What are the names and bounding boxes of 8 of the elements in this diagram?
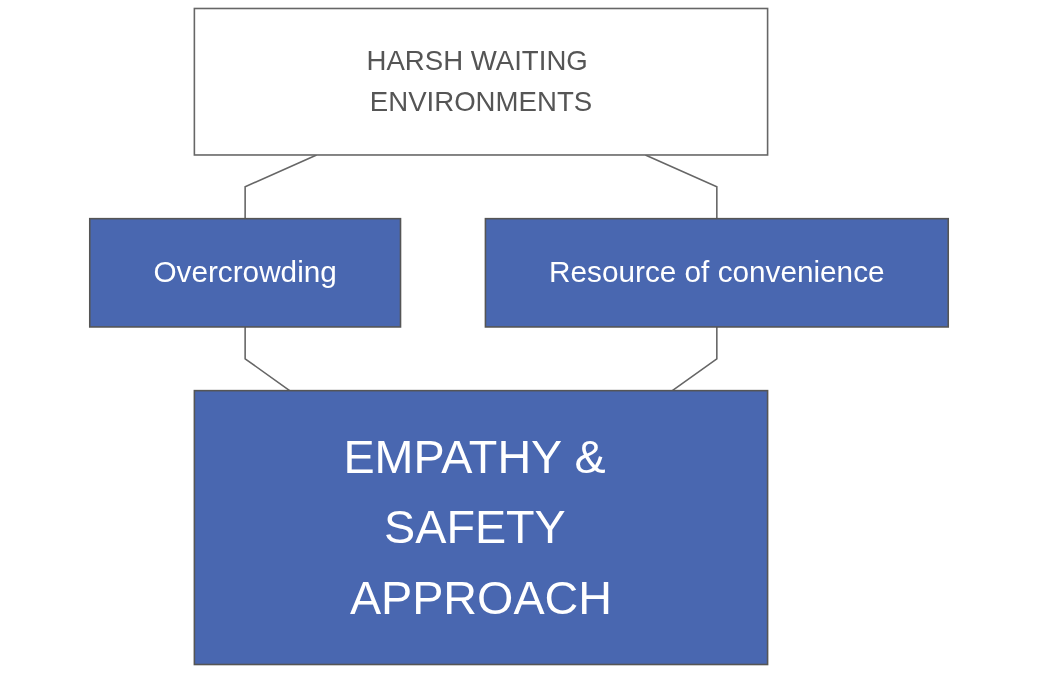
node-box: Overcrowding	[88, 217, 402, 328]
connector	[671, 326, 718, 392]
connector	[644, 154, 718, 220]
node-box: EMPATHY & SAFETY APPROACH	[193, 389, 769, 666]
node-box: Resource of convenience	[484, 217, 950, 328]
connector	[244, 154, 318, 220]
connector	[244, 326, 291, 392]
node-box: HARSH WAITING ENVIRONMENTS	[193, 7, 769, 156]
